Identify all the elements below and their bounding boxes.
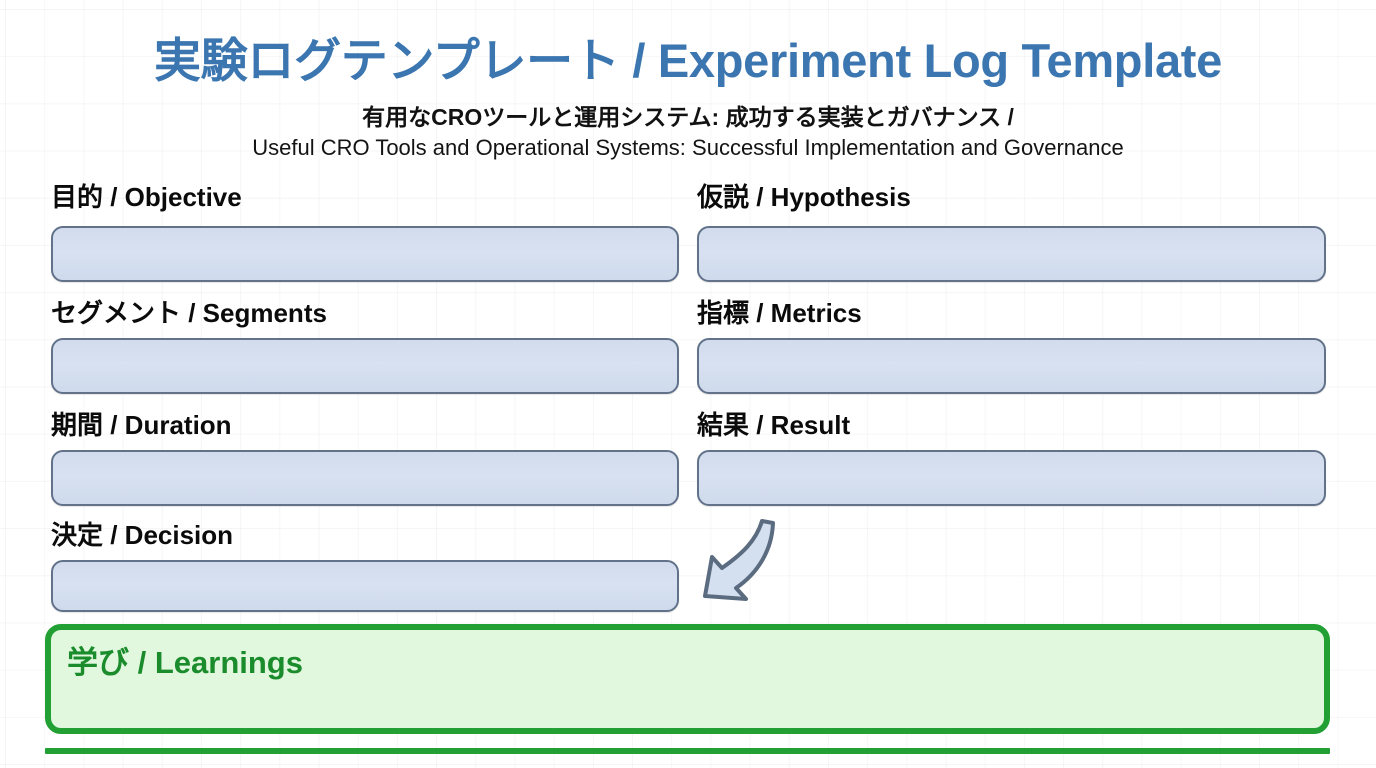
field-label-segments: セグメント / Segments <box>51 298 327 328</box>
learnings-label: 学び / Learnings <box>67 645 303 680</box>
page-subtitle-japanese: 有用なCROツールと運用システム: 成功する実装とガバナンス / <box>362 104 1014 130</box>
field-label-objective: 目的 / Objective <box>51 182 242 212</box>
input-decision[interactable] <box>51 560 679 612</box>
input-objective[interactable] <box>51 226 679 282</box>
input-metrics[interactable] <box>697 338 1326 394</box>
input-duration[interactable] <box>51 450 679 506</box>
field-label-decision: 決定 / Decision <box>51 520 234 550</box>
page-title: 実験ログテンプレート / Experiment Log Template <box>153 34 1223 87</box>
footer-divider <box>45 748 1330 754</box>
input-segments[interactable] <box>51 338 679 394</box>
learnings-callout[interactable]: 学び / Learnings <box>45 624 1330 734</box>
curved-arrow-down-left-icon <box>703 519 775 601</box>
field-label-hypothesis: 仮説 / Hypothesis <box>697 182 911 212</box>
field-label-duration: 期間 / Duration <box>51 410 232 440</box>
input-hypothesis[interactable] <box>697 226 1326 282</box>
page-subtitle-english: Useful CRO Tools and Operational Systems… <box>252 135 1124 160</box>
arrow-annotation <box>692 516 780 612</box>
field-label-result: 結果 / Result <box>697 410 851 440</box>
input-result[interactable] <box>697 450 1326 506</box>
field-label-metrics: 指標 / Metrics <box>697 298 862 328</box>
